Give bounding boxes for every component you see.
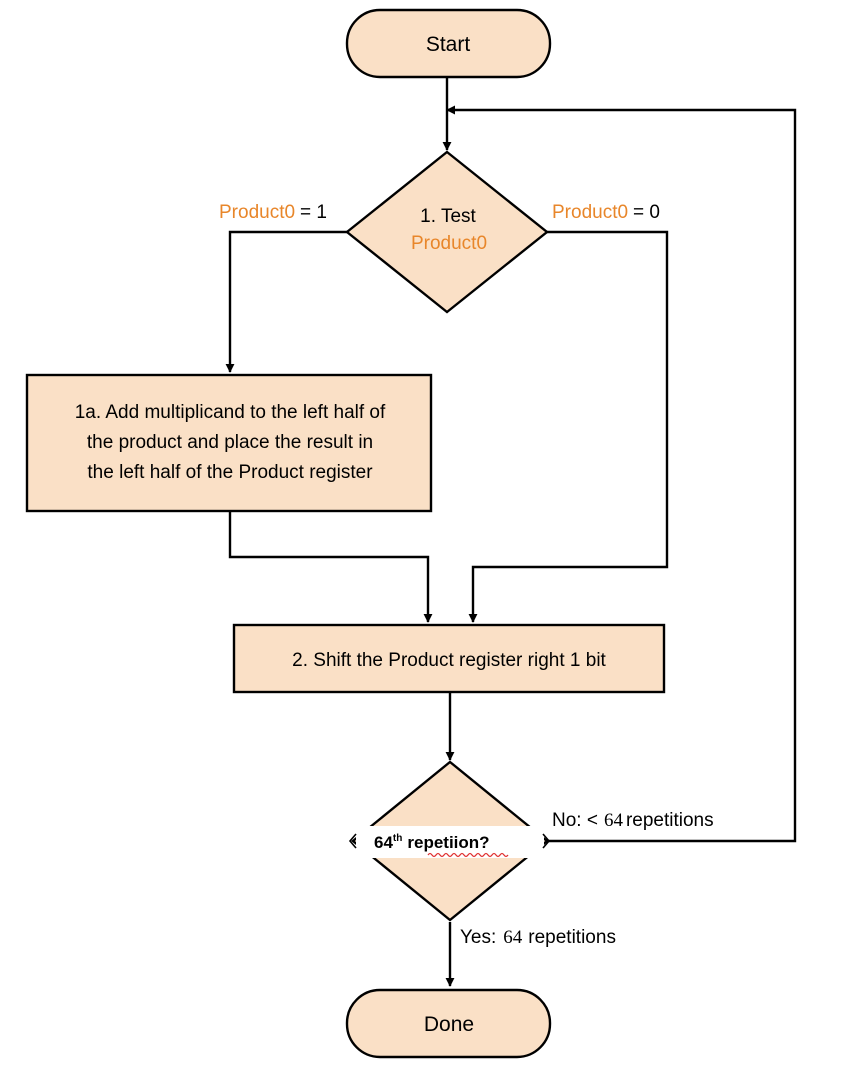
right-chevron-mark xyxy=(542,833,551,849)
spellcheck-underline xyxy=(427,852,509,858)
repetition-label-sup: th xyxy=(393,833,402,844)
edge-test-to-1a xyxy=(225,230,347,373)
connectors xyxy=(225,77,797,987)
step-1a-box xyxy=(25,373,433,513)
done-label: Done xyxy=(424,1013,474,1036)
repetition-label-backdrop xyxy=(356,826,544,858)
test-line1: 1. Test xyxy=(420,206,476,227)
edge-loop-back xyxy=(446,105,797,843)
test-product0-diamond xyxy=(345,150,549,314)
step-2-box xyxy=(232,623,666,694)
branch-label-product0-eq-1: Product0= 1 xyxy=(219,202,327,223)
left-chevron-mark xyxy=(348,833,357,849)
step-1a-line-1: 1a. Add multiplicand to the left half of xyxy=(75,402,386,423)
done-terminal xyxy=(345,988,552,1059)
edge-1a-to-step2 xyxy=(228,511,433,623)
step-1a-line-3: the left half of the Product register xyxy=(87,462,373,483)
branch-label-product0-eq-0: Product0= 0 xyxy=(552,202,660,223)
test-line2: Product0 xyxy=(411,233,487,254)
step-1a-line-2: the product and place the result in xyxy=(87,432,373,453)
start-label: Start xyxy=(426,33,471,56)
step-2-label: 2. Shift the Product register right 1 bi… xyxy=(292,650,606,671)
start-terminal xyxy=(345,8,552,79)
edge-test-to-step2-right xyxy=(468,230,669,623)
